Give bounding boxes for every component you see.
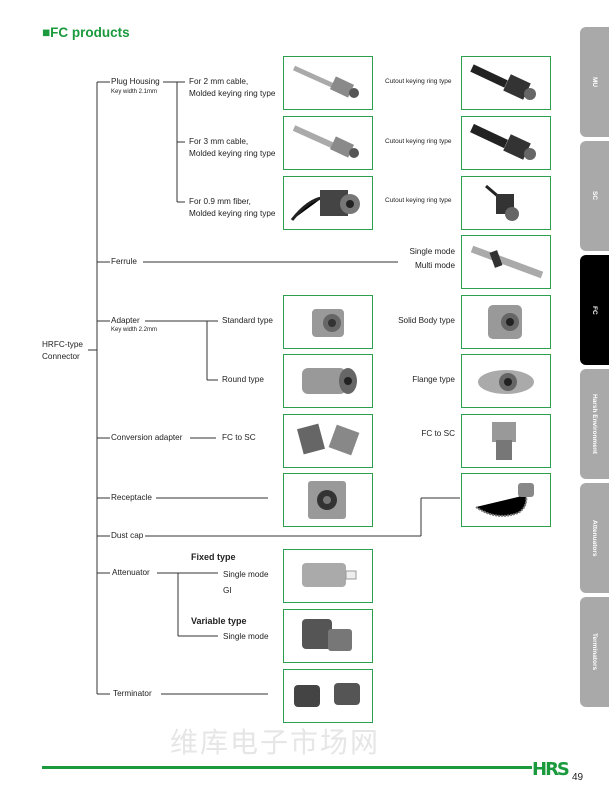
ferrule-multi-mode: Multi mode bbox=[414, 260, 455, 270]
plug-item-3-line1: For 0.9 mm fiber, bbox=[189, 197, 251, 206]
conversion-label: Conversion adapter bbox=[111, 433, 183, 442]
adapter-round: Round type bbox=[222, 375, 264, 384]
adapter-label: Adapter bbox=[111, 316, 140, 325]
terminator-label: Terminator bbox=[113, 689, 152, 698]
attenuator-variable-image bbox=[283, 609, 373, 663]
plug-item-1-line1: For 2 mm cable, bbox=[189, 77, 249, 86]
plug-3mm-molded-image bbox=[283, 116, 373, 170]
receptacle-image bbox=[283, 473, 373, 527]
plug-item-1-line2: Molded keying ring type bbox=[189, 88, 276, 98]
plug-3mm-cutout-image bbox=[461, 116, 551, 170]
plug-housing-label: Plug Housing bbox=[111, 77, 160, 86]
terminator-image bbox=[283, 669, 373, 723]
attenuator-fixed: Fixed type bbox=[191, 552, 236, 562]
attenuator-variable: Variable type bbox=[191, 616, 247, 626]
attenuator-variable-sm: Single mode bbox=[223, 632, 269, 641]
adapter-solid-body-image bbox=[461, 295, 551, 349]
plug-09mm-molded-image bbox=[283, 176, 373, 230]
conversion-item: FC to SC bbox=[222, 433, 256, 442]
footer-divider bbox=[42, 766, 532, 769]
attenuator-fixed-sm: Single mode bbox=[223, 570, 269, 579]
cutout-label-3: Cutout keying ring type bbox=[385, 197, 452, 204]
adapter-round-image bbox=[283, 354, 373, 408]
hrs-logo: HRS bbox=[532, 759, 570, 780]
tab-harsh-environment[interactable]: Harsh Environment bbox=[580, 369, 609, 479]
plug-item-3-line2: Molded keying ring type bbox=[189, 208, 276, 218]
tab-mu[interactable]: MU bbox=[580, 27, 609, 137]
tab-sc[interactable]: SC bbox=[580, 141, 609, 251]
attenuator-fixed-gi: GI bbox=[223, 586, 232, 595]
receptacle-label: Receptacle bbox=[111, 493, 152, 502]
ferrule-label: Ferrule bbox=[111, 257, 137, 266]
adapter-sub: Key width 2.2mm bbox=[111, 327, 158, 333]
plug-item-1: For 2 mm cable, Molded keying ring type bbox=[189, 76, 275, 99]
root-label-line1: HRFC-type bbox=[42, 340, 83, 349]
plug-item-2-line2: Molded keying ring type bbox=[189, 148, 276, 158]
watermark: 维库电子市场网 bbox=[170, 726, 381, 759]
adapter-flange: Flange type bbox=[412, 375, 455, 384]
ferrule-single-mode: Single mode bbox=[409, 247, 455, 256]
conversion-fc-sc-right-image bbox=[461, 414, 551, 468]
ferrule-image bbox=[461, 235, 551, 289]
tab-fc-label: FC bbox=[591, 305, 598, 315]
tab-fc[interactable]: FC bbox=[580, 255, 609, 365]
plug-2mm-molded-image bbox=[283, 56, 373, 110]
page-title: ■FC products bbox=[42, 25, 130, 40]
conversion-fc-sc-image bbox=[283, 414, 373, 468]
dust-cap-image bbox=[461, 473, 551, 527]
attenuator-fixed-image bbox=[283, 549, 373, 603]
tab-harsh-environment-label: Harsh Environment bbox=[591, 394, 598, 454]
adapter-solid: Solid Body type bbox=[398, 316, 455, 325]
plug-item-2: For 3 mm cable, Molded keying ring type bbox=[189, 136, 275, 159]
plug-item-2-line1: For 3 mm cable, bbox=[189, 137, 249, 146]
plug-housing-sub: Key width 2.1mm bbox=[111, 89, 158, 95]
tab-terminators[interactable]: Terminators bbox=[580, 597, 609, 707]
dust-cap-label: Dust cap bbox=[111, 531, 144, 540]
plug-2mm-cutout-image bbox=[461, 56, 551, 110]
attenuator-label: Attenuator bbox=[112, 568, 150, 577]
cutout-label-1: Cutout keying ring type bbox=[385, 78, 452, 85]
adapter-standard: Standard type bbox=[222, 316, 273, 325]
adapter-standard-image bbox=[283, 295, 373, 349]
tab-terminators-label: Terminators bbox=[591, 633, 598, 671]
tab-attenuators[interactable]: Attenuators bbox=[580, 483, 609, 593]
plug-item-3: For 0.9 mm fiber, Molded keying ring type bbox=[189, 196, 275, 219]
tab-mu-label: MU bbox=[591, 76, 598, 88]
root-label-line2: Connector bbox=[42, 351, 80, 361]
page-number: 49 bbox=[572, 772, 584, 783]
adapter-flange-image bbox=[461, 354, 551, 408]
tab-attenuators-label: Attenuators bbox=[591, 519, 598, 557]
tab-sc-label: SC bbox=[591, 191, 598, 201]
plug-09mm-cutout-image bbox=[461, 176, 551, 230]
cutout-label-2: Cutout keying ring type bbox=[385, 138, 452, 145]
conversion-right: FC to SC bbox=[421, 429, 455, 438]
